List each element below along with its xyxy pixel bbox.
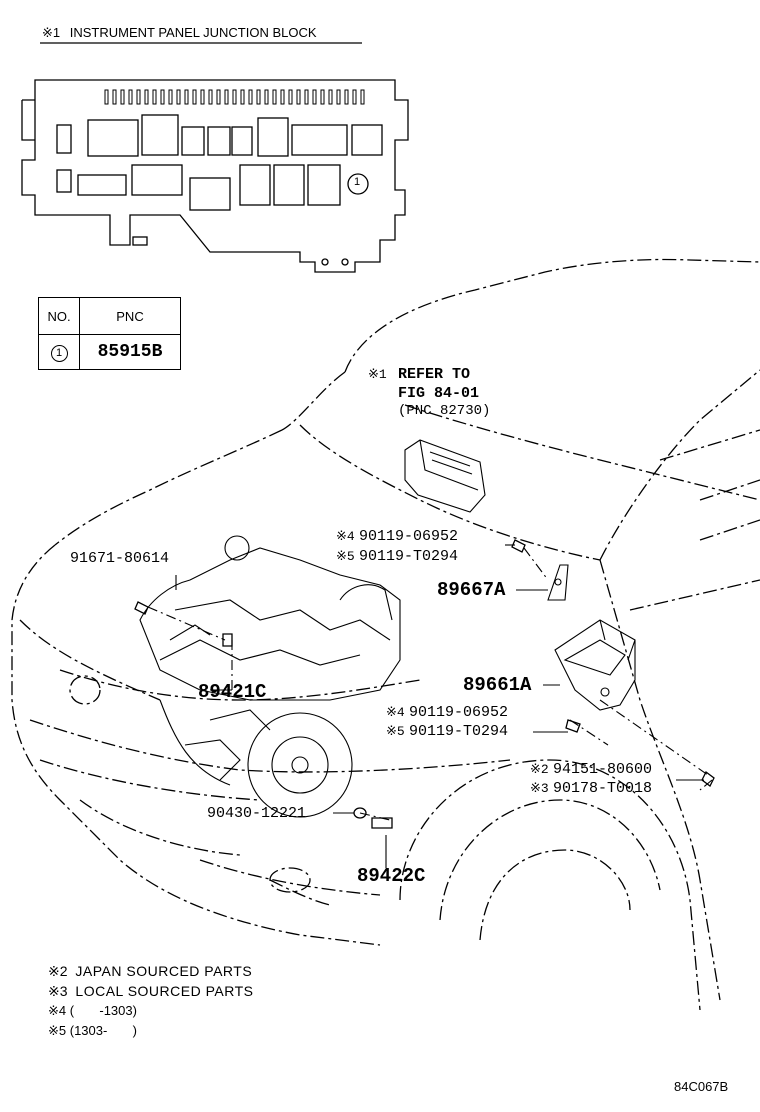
title-text: INSTRUMENT PANEL JUNCTION BLOCK bbox=[69, 25, 317, 40]
diagram-title: ※1 INSTRUMENT PANEL JUNCTION BLOCK bbox=[42, 26, 317, 39]
callout-gasket: 90430-12221 bbox=[207, 805, 307, 822]
row-pnc: 85915B bbox=[79, 334, 181, 370]
note-item: ※3 LOCAL SOURCED PARTS bbox=[48, 984, 253, 998]
note-text: JAPAN SOURCED PARTS bbox=[75, 963, 253, 979]
label-pointer-lines bbox=[175, 575, 704, 868]
note-text: LOCAL SOURCED PARTS bbox=[75, 983, 254, 999]
callout-bolt-b-mark4: ※4 bbox=[386, 705, 405, 720]
callout-bolt-a-no4: 90119-06952 bbox=[359, 528, 459, 545]
position-marker-label: 1 bbox=[354, 176, 361, 188]
callout-bracket: 89667A bbox=[437, 579, 506, 601]
table-row: 1 85915B bbox=[38, 334, 181, 370]
car-body-drawing bbox=[11, 258, 760, 1001]
row-no-circle: 1 bbox=[50, 344, 68, 362]
bracket-drawing bbox=[547, 564, 569, 601]
front-wheel-drawing bbox=[399, 759, 701, 1011]
note-item: ※2 JAPAN SOURCED PARTS bbox=[48, 964, 252, 978]
refer-line-3: (PNC 82730) bbox=[398, 403, 491, 419]
figure-code: 84C067B bbox=[674, 1079, 729, 1094]
callout-bolt-engine: 91671-80614 bbox=[70, 550, 170, 567]
callout-clip-mark2: ※2 bbox=[530, 762, 549, 777]
note-mark: ※5 bbox=[48, 1023, 67, 1038]
callout-clip-no3: 90178-T0018 bbox=[553, 780, 653, 797]
refer-module-drawing bbox=[404, 439, 486, 513]
note-text: ( -1303) bbox=[69, 1003, 137, 1018]
callout-bolt-b-mark5: ※5 bbox=[386, 724, 405, 739]
callout-sensor-lower: 89422C bbox=[357, 865, 426, 887]
note-item: ※5 (1303- ) bbox=[48, 1024, 137, 1037]
callout-bolt-a-mark5: ※5 bbox=[336, 549, 355, 564]
callout-ecu: 89661A bbox=[463, 674, 532, 696]
callout-bolt-a-no5: 90119-T0294 bbox=[359, 548, 459, 565]
callout-bolt-b-no4: 90119-06952 bbox=[409, 704, 509, 721]
callout-sensor-upper: 89421C bbox=[198, 681, 267, 703]
pnc-table: NO. PNC 1 85915B bbox=[38, 297, 181, 370]
junction-block-drawing bbox=[21, 79, 409, 273]
title-mark: ※1 bbox=[42, 25, 61, 40]
row-no: 1 bbox=[38, 334, 80, 370]
callout-clip-no2: 94151-80600 bbox=[553, 761, 653, 778]
headlight-drawing bbox=[19, 619, 311, 893]
leader-lines bbox=[147, 544, 713, 821]
note-mark: ※2 bbox=[48, 963, 68, 979]
refer-line-1: REFER TO bbox=[398, 366, 471, 383]
engine-drawing bbox=[139, 535, 401, 818]
header-no: NO. bbox=[38, 297, 80, 335]
header-pnc: PNC bbox=[79, 297, 181, 335]
refer-line-2: FIG 84-01 bbox=[398, 385, 480, 402]
callout-bolt-b-no5: 90119-T0294 bbox=[409, 723, 509, 740]
ecu-drawing bbox=[554, 619, 636, 711]
refer-mark: ※1 bbox=[368, 367, 387, 382]
callout-bolt-a-mark4: ※4 bbox=[336, 529, 355, 544]
note-text: (1303- ) bbox=[69, 1023, 137, 1038]
note-item: ※4 ( -1303) bbox=[48, 1004, 137, 1017]
note-mark: ※3 bbox=[48, 983, 68, 999]
position-marker-circle bbox=[347, 173, 369, 195]
note-mark: ※4 bbox=[48, 1003, 67, 1018]
pnc-table-header: NO. PNC bbox=[38, 297, 181, 335]
callout-clip-mark3: ※3 bbox=[530, 781, 549, 796]
